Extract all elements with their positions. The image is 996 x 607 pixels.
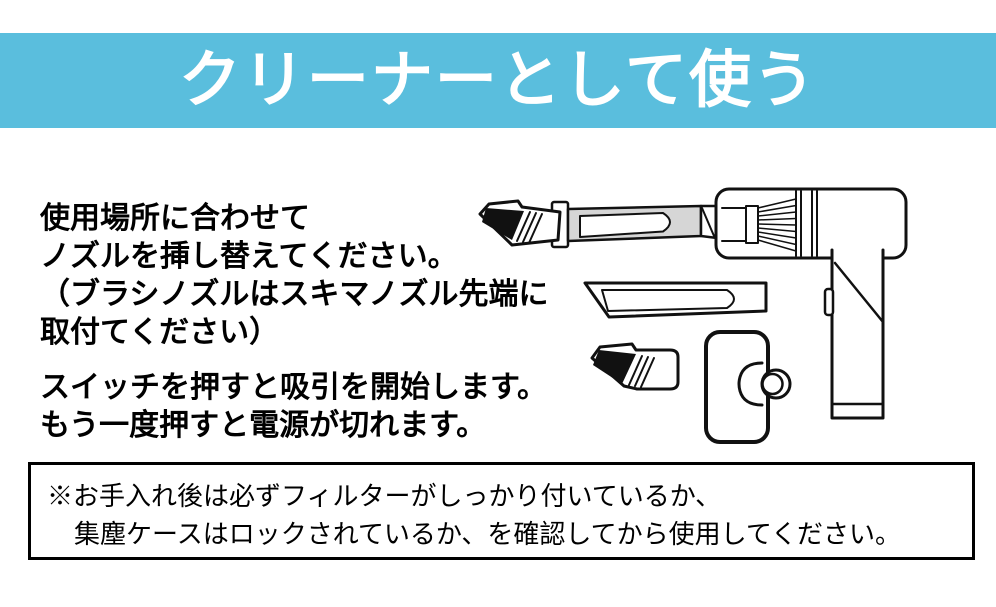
wide-nozzle-socket: [737, 361, 764, 407]
instruction-line: （ブラシノズルはスキマノズル先端に: [40, 278, 549, 311]
wide-nozzle-pipe-inner: [761, 372, 784, 396]
instruction-line: もう一度押すと電源が切れます。: [40, 409, 487, 442]
intake-duct-lines: [721, 207, 747, 242]
vacuum-illustration: [478, 187, 908, 444]
instruction-line: ノズルを挿し替えてください。: [40, 240, 458, 273]
brush-bristles: [482, 208, 524, 240]
instruction-line: 取付てください）: [40, 316, 280, 349]
crevice-tube-attached: [550, 200, 719, 249]
caution-line: 集塵ケースはロックされているか、を確認してから使用してください。: [74, 519, 902, 549]
case-seam-lines: [795, 190, 818, 257]
vacuum-handle: [823, 248, 885, 420]
brush-nozzle: [590, 342, 680, 391]
caution-box: ※お手入れ後は必ずフィルターがしっかり付いているか、 集塵ケースはロックされてい…: [28, 462, 975, 560]
brush-hatch-lines: [516, 211, 543, 244]
brush-nozzle-attached: [478, 199, 562, 247]
tube-adapter-line: [701, 207, 715, 237]
handle-shading-line: [833, 261, 885, 324]
handle-outline: [830, 248, 885, 420]
brush-hatch-lines: [628, 355, 655, 388]
filter-cone-lines: [757, 198, 797, 252]
brush-bristles: [593, 350, 636, 384]
section-banner: クリーナーとして使う: [0, 33, 996, 128]
crevice-slot: [601, 289, 735, 312]
vacuum-body: [714, 187, 908, 260]
power-switch: [823, 287, 835, 317]
switch-instruction-paragraph: スイッチを押すと吸引を開始します。 もう一度押すと電源が切れます。: [40, 369, 547, 445]
filter-core: [745, 205, 759, 244]
caution-line: ※お手入れ後は必ずフィルターがしっかり付いているか、: [47, 481, 722, 511]
section-title: クリーナーとして使う: [178, 46, 818, 115]
nozzle-instruction-paragraph: 使用場所に合わせて ノズルを挿し替えてください。 （ブラシノズルはスキマノズル先…: [40, 200, 549, 352]
crevice-nozzle: [583, 281, 768, 319]
wide-nozzle: [704, 330, 792, 444]
instruction-line: スイッチを押すと吸引を開始します。: [40, 371, 547, 404]
tube-slot: [579, 212, 671, 238]
instruction-line: 使用場所に合わせて: [40, 202, 310, 235]
